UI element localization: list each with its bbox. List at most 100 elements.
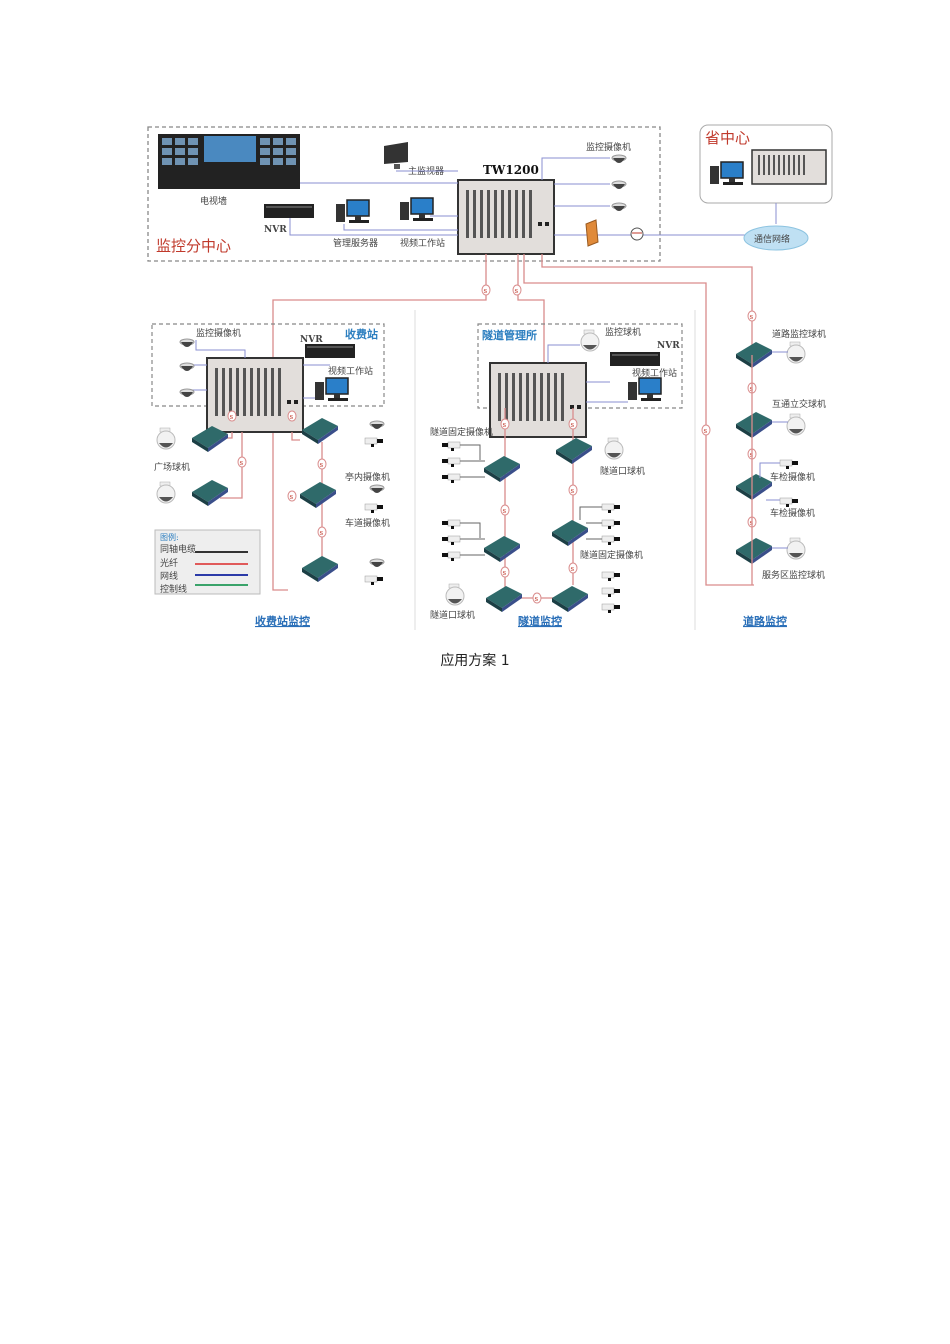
legend-fiber-label: 光纤 xyxy=(160,557,178,569)
tunnel-entrance-dome-label-2: 隧道口球机 xyxy=(600,465,645,477)
center-title: 监控分中心 xyxy=(156,237,231,255)
toll-camera-3 xyxy=(179,388,195,398)
video-wall-label: 电视墙 xyxy=(200,195,227,207)
fiber-splice-icon xyxy=(532,592,542,604)
tunnel-nvr-icon xyxy=(610,352,660,366)
router-icon xyxy=(630,227,644,241)
road-bottom-title[interactable]: 道路监控 xyxy=(743,614,787,628)
lane-camera-1 xyxy=(364,437,384,448)
tunnel-bottom-title[interactable]: 隧道监控 xyxy=(518,614,562,628)
tunnel-fixed-cam-1c xyxy=(441,473,461,484)
comm-network-cloud xyxy=(743,225,809,251)
tunnel-fixed-cam-3b xyxy=(601,519,621,530)
fiber-splice-icon xyxy=(747,310,757,322)
tunnel-fixed-cam-1a xyxy=(441,441,461,452)
mgmt-server-label: 管理服务器 xyxy=(333,237,378,249)
tunnel-encoder-5 xyxy=(552,520,588,546)
tunnel-encoder-1 xyxy=(484,456,520,482)
mgmt-server-icon xyxy=(335,199,370,224)
booth-camera-label: 亭内摄像机 xyxy=(345,471,390,483)
network-diagram: s 电视墙 主监视器 NVR 管理服务器 视频工作站 监控分中心 TW1200 xyxy=(140,120,840,635)
interchange-dome xyxy=(786,413,806,436)
lane-camera-label: 车道摄像机 xyxy=(345,517,390,529)
check-camera-1 xyxy=(779,459,799,470)
center-workstation-label: 视频工作站 xyxy=(400,237,445,249)
tunnel-title: 隧道管理所 xyxy=(482,328,537,342)
road-encoder-2 xyxy=(736,412,772,438)
toll-nvr-label: NVR xyxy=(300,335,323,345)
lane-camera-2 xyxy=(364,503,384,514)
interchange-dome-label: 互通立交球机 xyxy=(772,398,826,410)
fiber-splice-icon xyxy=(701,424,711,436)
tunnel-encoder-2 xyxy=(484,536,520,562)
center-nvr-label: NVR xyxy=(264,225,287,235)
tunnel-dome xyxy=(580,329,600,352)
road-encoder-3 xyxy=(736,474,772,500)
legend-control-label: 控制线 xyxy=(160,583,187,595)
lane-camera-3 xyxy=(364,575,384,586)
legend-coax-label: 同轴电缆 xyxy=(160,543,196,555)
fiber-splice-icon xyxy=(568,562,578,574)
toll-encoder-5 xyxy=(302,556,338,582)
toll-bottom-title[interactable]: 收费站监控 xyxy=(255,614,310,628)
tunnel-fixed-cam-label-2: 隧道固定摄像机 xyxy=(580,549,643,561)
road-encoder-4 xyxy=(736,538,772,564)
tw1200-label: TW1200 xyxy=(483,163,539,177)
tunnel-workstation-label: 视频工作站 xyxy=(632,367,677,379)
tunnel-entrance-dome-2 xyxy=(604,437,624,460)
tunnel-fixed-cam-4a xyxy=(601,571,621,582)
tunnel-encoder-4 xyxy=(556,438,592,464)
fiber-splice-icon xyxy=(512,284,522,296)
road-encoder-1 xyxy=(736,342,772,368)
tunnel-fixed-cam-2c xyxy=(441,551,461,562)
booth-camera-3 xyxy=(369,558,385,568)
service-area-dome xyxy=(786,537,806,560)
firewall-icon xyxy=(585,219,599,247)
tunnel-entrance-dome-1 xyxy=(445,583,465,606)
plaza-dome-1 xyxy=(156,427,176,450)
tunnel-zone-border xyxy=(477,323,683,409)
tunnel-fixed-cam-4c xyxy=(601,603,621,614)
toll-camera-2 xyxy=(179,362,195,372)
fiber-splice-icon xyxy=(500,418,510,430)
road-dome xyxy=(786,341,806,364)
fiber-splice-icon xyxy=(287,490,297,502)
comm-network-label: 通信网络 xyxy=(754,233,790,245)
tunnel-fixed-cam-2a xyxy=(441,519,461,530)
toll-encoder-4 xyxy=(300,482,336,508)
fiber-splice-icon xyxy=(287,410,297,422)
service-area-dome-label: 服务区监控球机 xyxy=(762,569,825,581)
check-camera-2 xyxy=(779,497,799,508)
tunnel-dome-label: 监控球机 xyxy=(605,326,641,338)
legend-box xyxy=(154,529,261,595)
tunnel-fixed-cam-3c xyxy=(601,535,621,546)
tw1200-device xyxy=(457,179,555,255)
tunnel-fixed-cam-4b xyxy=(601,587,621,598)
center-zone-border xyxy=(147,126,661,262)
tunnel-encoder-6 xyxy=(552,586,588,612)
fiber-splice-icon xyxy=(568,484,578,496)
check-camera-label-1: 车检摄像机 xyxy=(770,471,815,483)
fiber-splice-icon xyxy=(481,284,491,296)
road-dome-label: 道路监控球机 xyxy=(772,328,826,340)
province-title: 省中心 xyxy=(705,129,750,147)
toll-nvr-icon xyxy=(305,344,355,358)
tunnel-workstation-icon xyxy=(627,377,662,402)
tunnel-nvr-label: NVR xyxy=(657,341,680,351)
figure-caption: 应用方案 1 xyxy=(440,653,510,669)
tunnel-fixed-cam-2b xyxy=(441,535,461,546)
center-camera-1 xyxy=(611,154,627,164)
fiber-splice-icon xyxy=(237,456,247,468)
check-camera-label-2: 车检摄像机 xyxy=(770,507,815,519)
fiber-splice-icon xyxy=(317,458,327,470)
video-wall xyxy=(158,134,300,189)
center-cameras-label: 监控摄像机 xyxy=(586,141,631,153)
toll-camera-1 xyxy=(179,338,195,348)
legend-title: 图例: xyxy=(160,532,179,542)
main-monitor-icon xyxy=(384,142,408,169)
plaza-dome-2 xyxy=(156,481,176,504)
center-camera-2 xyxy=(611,180,627,190)
tunnel-encoder-3 xyxy=(486,586,522,612)
tunnel-entrance-dome-label-1: 隧道口球机 xyxy=(430,609,475,621)
fiber-splice-icon xyxy=(227,410,237,422)
